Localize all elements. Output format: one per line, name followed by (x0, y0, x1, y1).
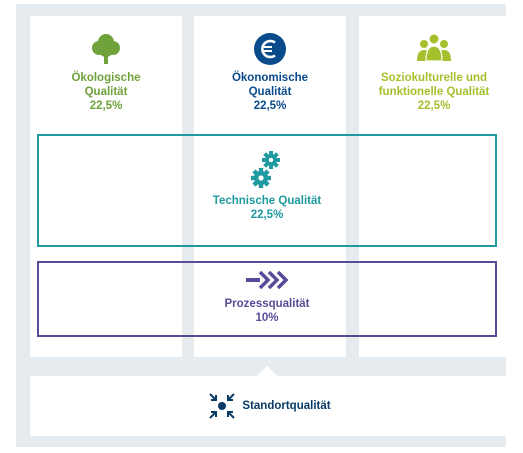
pillar-percent: 22,5% (89, 100, 123, 112)
pillar-label-line2: Qualität (248, 86, 292, 98)
people-icon (417, 34, 451, 62)
pillar-label-line1: Soziokulturelle und (380, 72, 488, 84)
column-ecological (30, 16, 182, 357)
process-quality-percent: 10% (255, 312, 279, 324)
pillar-label-line2: funktionelle Qualität (378, 86, 490, 98)
process-quality-label: Prozessqualität (224, 298, 310, 310)
pillar-percent: 22,5% (417, 100, 451, 112)
technical-quality-label: Technische Qualität (212, 195, 322, 207)
pillar-label-line1: Ökologische (71, 72, 141, 84)
pointer-triangle (257, 366, 277, 376)
tree-icon (92, 34, 120, 64)
pillar-economic: Ökonomische Qualität 22,5% (194, 31, 346, 113)
technical-quality-percent: 22,5% (250, 209, 284, 221)
euro-icon (254, 33, 286, 65)
gears-icon (251, 151, 280, 188)
pillar-ecological: Ökologische Qualität 22,5% (30, 31, 182, 113)
column-economic (194, 16, 346, 357)
pillar-label-line1: Ökonomische (231, 72, 309, 84)
column-sociocultural (359, 16, 509, 357)
triple-arrow-icon (246, 270, 288, 290)
pillar-percent: 22,5% (253, 100, 287, 112)
site-quality-box: Standortqualität (30, 376, 509, 436)
pillar-label-line2: Qualität (84, 86, 128, 98)
pillar-sociocultural: Soziokulturelle und funktionelle Qualitä… (359, 31, 509, 113)
technical-quality-band: Technische Qualität 22,5% (37, 134, 497, 247)
site-quality-label: Standortqualität (242, 400, 331, 412)
location-arrows-icon (209, 393, 236, 419)
process-quality-band: Prozessqualität 10% (37, 261, 497, 337)
